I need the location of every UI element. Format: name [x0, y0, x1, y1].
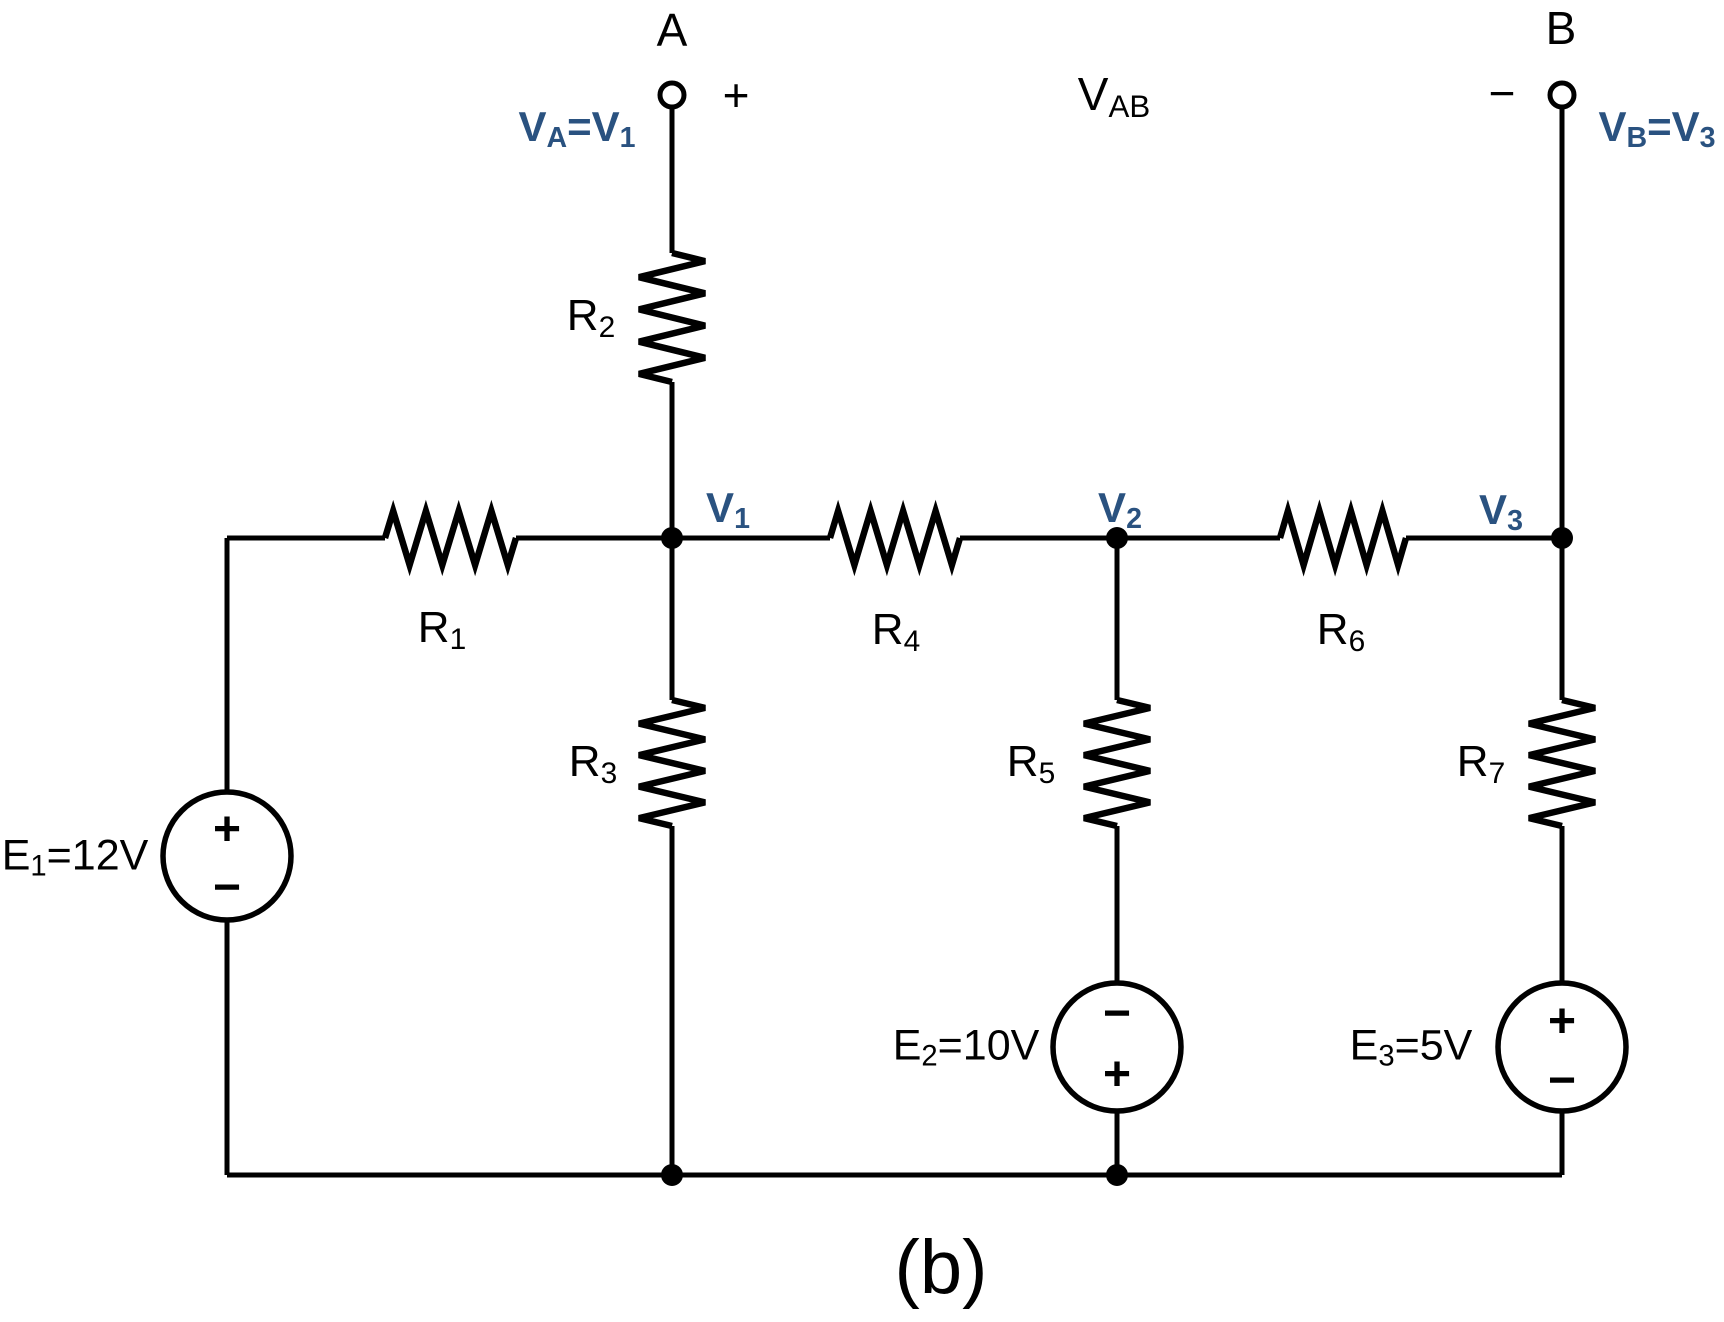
source-e3-minus-sign: − — [1548, 1054, 1576, 1107]
node-v2-label: V2 — [1098, 484, 1142, 536]
terminal-b-circle — [1547, 80, 1577, 110]
node-dot-ground-2 — [1106, 1164, 1128, 1186]
terminal-b-label: B — [1545, 2, 1577, 54]
source-e3-label: E3=5V — [1349, 1021, 1473, 1073]
source-e3-plus-sign: + — [1548, 995, 1576, 1048]
node-dot-ground-1 — [661, 1164, 683, 1186]
source-e2-circle — [1050, 980, 1184, 1114]
resistor-r5-label: R5 — [1006, 737, 1056, 790]
source-e2-minus-sign: − — [1103, 987, 1131, 1040]
source-e1-minus-sign: − — [213, 861, 241, 914]
va-equals-v1-label: VA=V1 — [518, 103, 636, 155]
resistor-r2-label: R2 — [566, 291, 616, 344]
resistor-r5-symbol — [1083, 696, 1151, 830]
terminal-b-minus-sign: − — [1488, 67, 1516, 119]
figure-caption: (b) — [894, 1225, 988, 1310]
vab-label: VAB — [1077, 68, 1151, 124]
resistor-r7-symbol — [1528, 696, 1596, 830]
node-v3-label: V3 — [1479, 486, 1523, 538]
terminal-a-label: A — [656, 4, 688, 56]
terminal-a-circle — [657, 80, 687, 110]
resistor-r7-label: R7 — [1456, 737, 1506, 790]
resistor-r3-label: R3 — [568, 737, 618, 790]
node-dot-v2 — [1106, 527, 1128, 549]
resistor-r4-symbol — [826, 499, 964, 577]
node-dot-v3 — [1551, 527, 1573, 549]
source-e2-label: E2=10V — [892, 1021, 1040, 1073]
source-e2-plus-sign: + — [1103, 1048, 1131, 1101]
vb-equals-v3-label: VB=V3 — [1598, 103, 1716, 155]
resistor-r4-label: R4 — [871, 605, 921, 658]
resistor-r3-symbol — [638, 696, 706, 830]
source-e1-circle — [160, 789, 294, 923]
node-v1-label: V1 — [706, 484, 750, 536]
resistor-r6-symbol — [1276, 499, 1410, 577]
resistor-r2-symbol — [638, 249, 706, 386]
source-e3-circle — [1495, 980, 1629, 1114]
source-e1-plus-sign: + — [213, 803, 241, 856]
resistor-r1-symbol — [381, 499, 520, 577]
resistor-r1-label: R1 — [417, 603, 467, 656]
resistor-r6-label: R6 — [1316, 605, 1366, 658]
source-e1-label: E1=12V — [1, 831, 149, 883]
node-dot-v1 — [661, 527, 683, 549]
terminal-a-plus-sign: + — [722, 69, 750, 121]
